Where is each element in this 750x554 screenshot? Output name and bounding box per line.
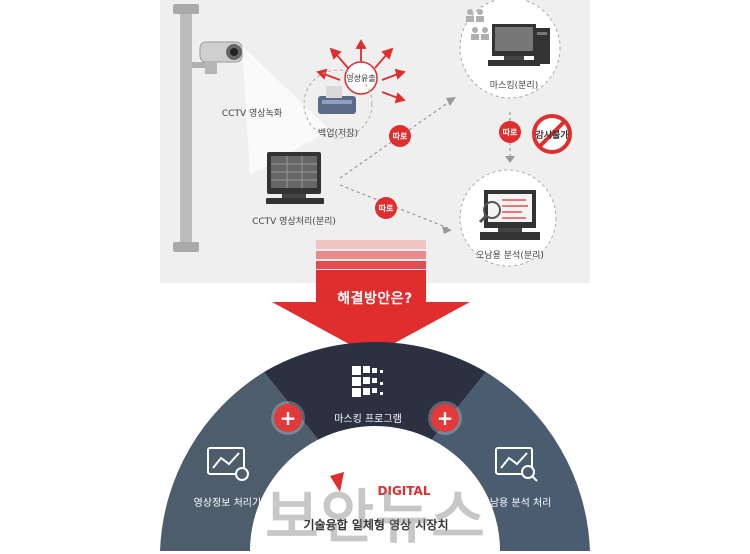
analysis-monitor-icon — [480, 190, 540, 240]
transition-bar-1 — [316, 240, 426, 249]
monitor-icon — [266, 152, 324, 204]
separate-badge-1: 따로 — [389, 125, 411, 147]
brand-tagline: 기술융합 일체형 영상 시장치 — [303, 518, 449, 532]
people-icon — [466, 9, 489, 40]
cctv-camera-icon — [199, 41, 243, 74]
pole — [173, 4, 206, 252]
arch-inner — [250, 426, 500, 551]
plus-right: + — [431, 404, 459, 432]
watermark: 보안뉴스 — [265, 483, 487, 551]
transition-bar-3 — [316, 261, 426, 269]
magnifier-icon — [478, 201, 501, 224]
cctv-record-label: CCTV 영상녹화 — [221, 109, 283, 119]
separate-badge-3: 따로 — [499, 121, 521, 143]
solution-arrow — [272, 270, 470, 356]
right-segment-label: 오남용 분석 처리 — [480, 498, 552, 509]
plus-left: + — [274, 404, 302, 432]
cctv-process-label: CCTV 영상처리(분리) — [252, 217, 336, 227]
leak-group — [303, 39, 406, 139]
masking-monitor-icon — [488, 24, 540, 66]
masking-label: 마스킹(분리) — [489, 81, 539, 91]
prohibited-icon — [532, 114, 572, 154]
computer-tower-icon — [534, 28, 550, 64]
surveil-label: 감시불가 — [535, 131, 569, 141]
separate-badge-2: 따로 — [375, 197, 397, 219]
pixel-mosaic-icon — [352, 366, 383, 397]
backup-label: 백업(저장) — [317, 129, 359, 139]
chart-settings-icon — [207, 447, 249, 481]
misuse-label: 오남용 분석(분리) — [476, 251, 544, 261]
arch-right-segment — [430, 372, 590, 551]
transition-bar-2 — [316, 251, 426, 259]
backup-circle — [303, 69, 373, 139]
left-segment-label: 영상정보 처리기기 — [193, 498, 271, 509]
brand-mark-icon — [330, 472, 344, 492]
storage-device-icon — [318, 86, 356, 114]
brand-name: DIGITAL — [377, 484, 431, 498]
chart-search-icon — [495, 447, 538, 482]
solution-label: 해결방안은? — [337, 291, 413, 307]
camera-beam — [242, 46, 330, 175]
center-segment-label: 마스킹 프로그램 — [334, 414, 402, 425]
leak-label: 영상유출 — [346, 74, 376, 83]
